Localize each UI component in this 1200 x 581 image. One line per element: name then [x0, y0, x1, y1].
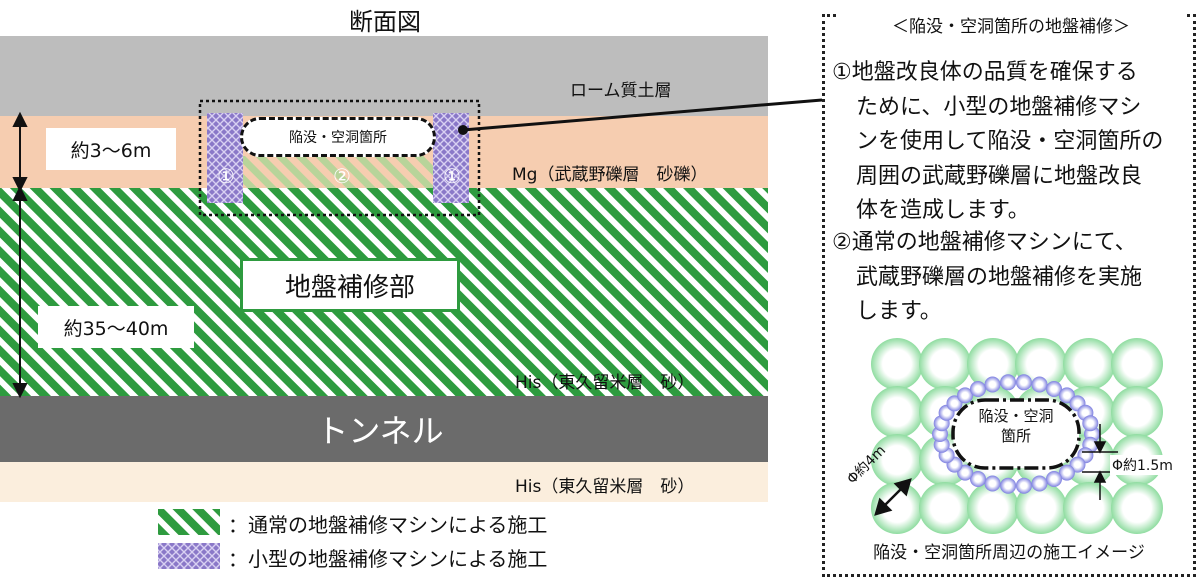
- tunnel-layer: [0, 396, 768, 462]
- step-1-line: 体を造成します。: [856, 198, 1030, 223]
- plan-cavity-label: 陥没・空洞 箇所: [953, 406, 1079, 446]
- his-lower-label: His（東久留米層 砂）: [515, 477, 695, 497]
- loam-layer-label: ローム質土層: [570, 81, 672, 101]
- mg-repair-zone: [243, 156, 433, 188]
- small-pile: [1046, 471, 1062, 487]
- large-pile: [967, 482, 1019, 534]
- small-pile: [1015, 477, 1032, 494]
- diameter-large-arrow: [874, 478, 912, 516]
- step-2-line: ②通常の地盤補修マシンにて、: [832, 230, 1137, 255]
- step-2-line: します。: [856, 299, 942, 324]
- small-machine-left: [207, 113, 243, 203]
- his-upper-label: His（東久留米層 砂）: [515, 373, 695, 393]
- small-pile: [970, 381, 986, 397]
- explanation-title: ＜陥没・空洞箇所の地盤補修＞: [836, 12, 1186, 37]
- large-pile: [1063, 338, 1115, 390]
- large-pile: [1111, 338, 1163, 390]
- his-lower-layer: [0, 462, 768, 502]
- depth-arrow-top: [12, 111, 28, 193]
- cavity-label: 陥没・空洞箇所: [240, 117, 436, 157]
- depth-main-label: 約35～40m: [38, 306, 194, 348]
- mg-layer-label: Mg（武蔵野礫層 砂礫）: [512, 165, 708, 185]
- step-1-line: ①地盤改良体の品質を確保する: [832, 60, 1138, 85]
- plan-cavity-line: 陥没・空洞: [978, 407, 1054, 425]
- legend-normal-swatch: [158, 509, 220, 535]
- large-pile: [1015, 482, 1067, 534]
- large-pile: [919, 482, 971, 534]
- plan-cavity-line: 箇所: [1000, 427, 1031, 445]
- small-pile: [1031, 376, 1048, 393]
- marker-1-left: ①: [217, 164, 235, 188]
- large-pile: [871, 482, 923, 534]
- small-pile: [1058, 464, 1075, 481]
- depth-top-label: 約3～6m: [46, 128, 176, 170]
- small-pile: [1082, 415, 1099, 432]
- small-pile: [970, 471, 986, 487]
- section-title: 断面図: [349, 8, 421, 36]
- loam-layer: [0, 36, 768, 116]
- small-pile: [1031, 475, 1048, 492]
- large-pile: [1111, 386, 1163, 438]
- step-1-line: ンを使用して陥没・空洞箇所の: [856, 129, 1164, 154]
- large-pile: [871, 434, 923, 486]
- small-pile: [1015, 374, 1032, 391]
- step-1-line: ために、小型の地盤補修マシ: [856, 94, 1142, 120]
- large-pile: [871, 338, 923, 390]
- repair-area-label: 地盤補修部: [240, 258, 460, 312]
- small-pile: [1046, 381, 1062, 397]
- legend-small-swatch: [158, 543, 220, 569]
- step-1-line: 周囲の武蔵野礫層に地盤改良: [856, 163, 1143, 189]
- marker-1-right: ①: [443, 164, 461, 188]
- legend-small-text: ：小型の地盤補修マシンによる施工: [228, 547, 548, 571]
- depth-arrow-main: [12, 185, 28, 399]
- small-pile: [984, 376, 1001, 393]
- large-pile: [919, 338, 971, 390]
- large-pile: [1063, 482, 1115, 534]
- legend-normal-text: ：通常の地盤補修マシンによる施工: [228, 513, 548, 537]
- tunnel-label: トンネル: [316, 412, 444, 450]
- large-pile: [1111, 482, 1163, 534]
- leader-line: [462, 98, 823, 132]
- step-1-text: ①地盤改良体の品質を確保する ために、小型の地盤補修マシ ンを使用して陥没・空洞…: [832, 56, 1163, 229]
- step-2-text: ②通常の地盤補修マシンにて、 武蔵野礫層の地盤補修を実施 します。: [832, 226, 1142, 330]
- plan-cavity: [951, 398, 1081, 470]
- detail-box: [198, 99, 481, 217]
- marker-2: ②: [333, 164, 351, 188]
- small-pile: [1000, 374, 1017, 391]
- small-pile: [1000, 477, 1017, 494]
- small-pile: [984, 475, 1001, 492]
- plan-view-caption: 陥没・空洞箇所周辺の施工イメージ: [873, 543, 1145, 563]
- large-pile: [871, 386, 923, 438]
- small-pile: [957, 387, 974, 404]
- small-diameter-label: Φ約1.5m: [1110, 455, 1175, 475]
- step-2-line: 武蔵野礫層の地盤補修を実施: [856, 264, 1143, 290]
